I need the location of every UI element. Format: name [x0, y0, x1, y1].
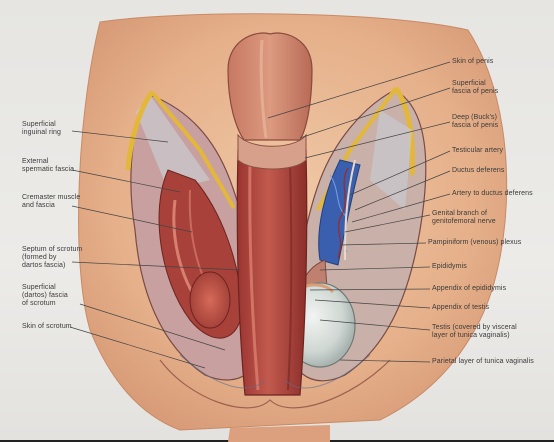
label-ductus-deferens: Ductus deferens [452, 167, 504, 175]
label-testicular-artery: Testicular artery [452, 147, 503, 155]
penis-shaft [237, 150, 306, 395]
label-artery-to-ductus-deferens: Artery to ductus deferens [452, 190, 533, 198]
label-epididymis: Epididymis [432, 263, 467, 271]
label-parietal-layer: Parietal layer of tunica vaginalis [432, 358, 534, 366]
label-septum-of-scrotum: Septum of scrotum (formed by dartos fasc… [22, 246, 82, 270]
label-superficial-inguinal-ring: Superficial inguinal ring [22, 121, 61, 137]
label-testis: Testis (covered by visceral layer of tun… [432, 324, 517, 340]
label-superficial-fascia-of-penis: Superficial fascia of penis [452, 80, 498, 96]
label-pampiniform-plexus: Pampiniform (venous) plexus [428, 239, 521, 247]
glans [228, 33, 312, 140]
label-external-spermatic-fascia: External spermatic fascia [22, 158, 74, 174]
label-appendix-of-epididymis: Appendix of epididymis [432, 285, 506, 293]
label-cremaster: Cremaster muscle and fascia [22, 194, 80, 210]
label-skin-of-scrotum: Skin of scrotum [22, 323, 72, 331]
label-skin-of-penis: Skin of penis [452, 58, 493, 66]
label-superficial-dartos-fascia: Superficial (dartos) fascia of scrotum [22, 284, 68, 308]
label-genital-branch: Genital branch of genitofemoral nerve [432, 210, 496, 226]
label-deep-bucks-fascia: Deep (Buck's) fascia of penis [452, 114, 498, 130]
label-appendix-of-testis: Appendix of testis [432, 304, 489, 312]
